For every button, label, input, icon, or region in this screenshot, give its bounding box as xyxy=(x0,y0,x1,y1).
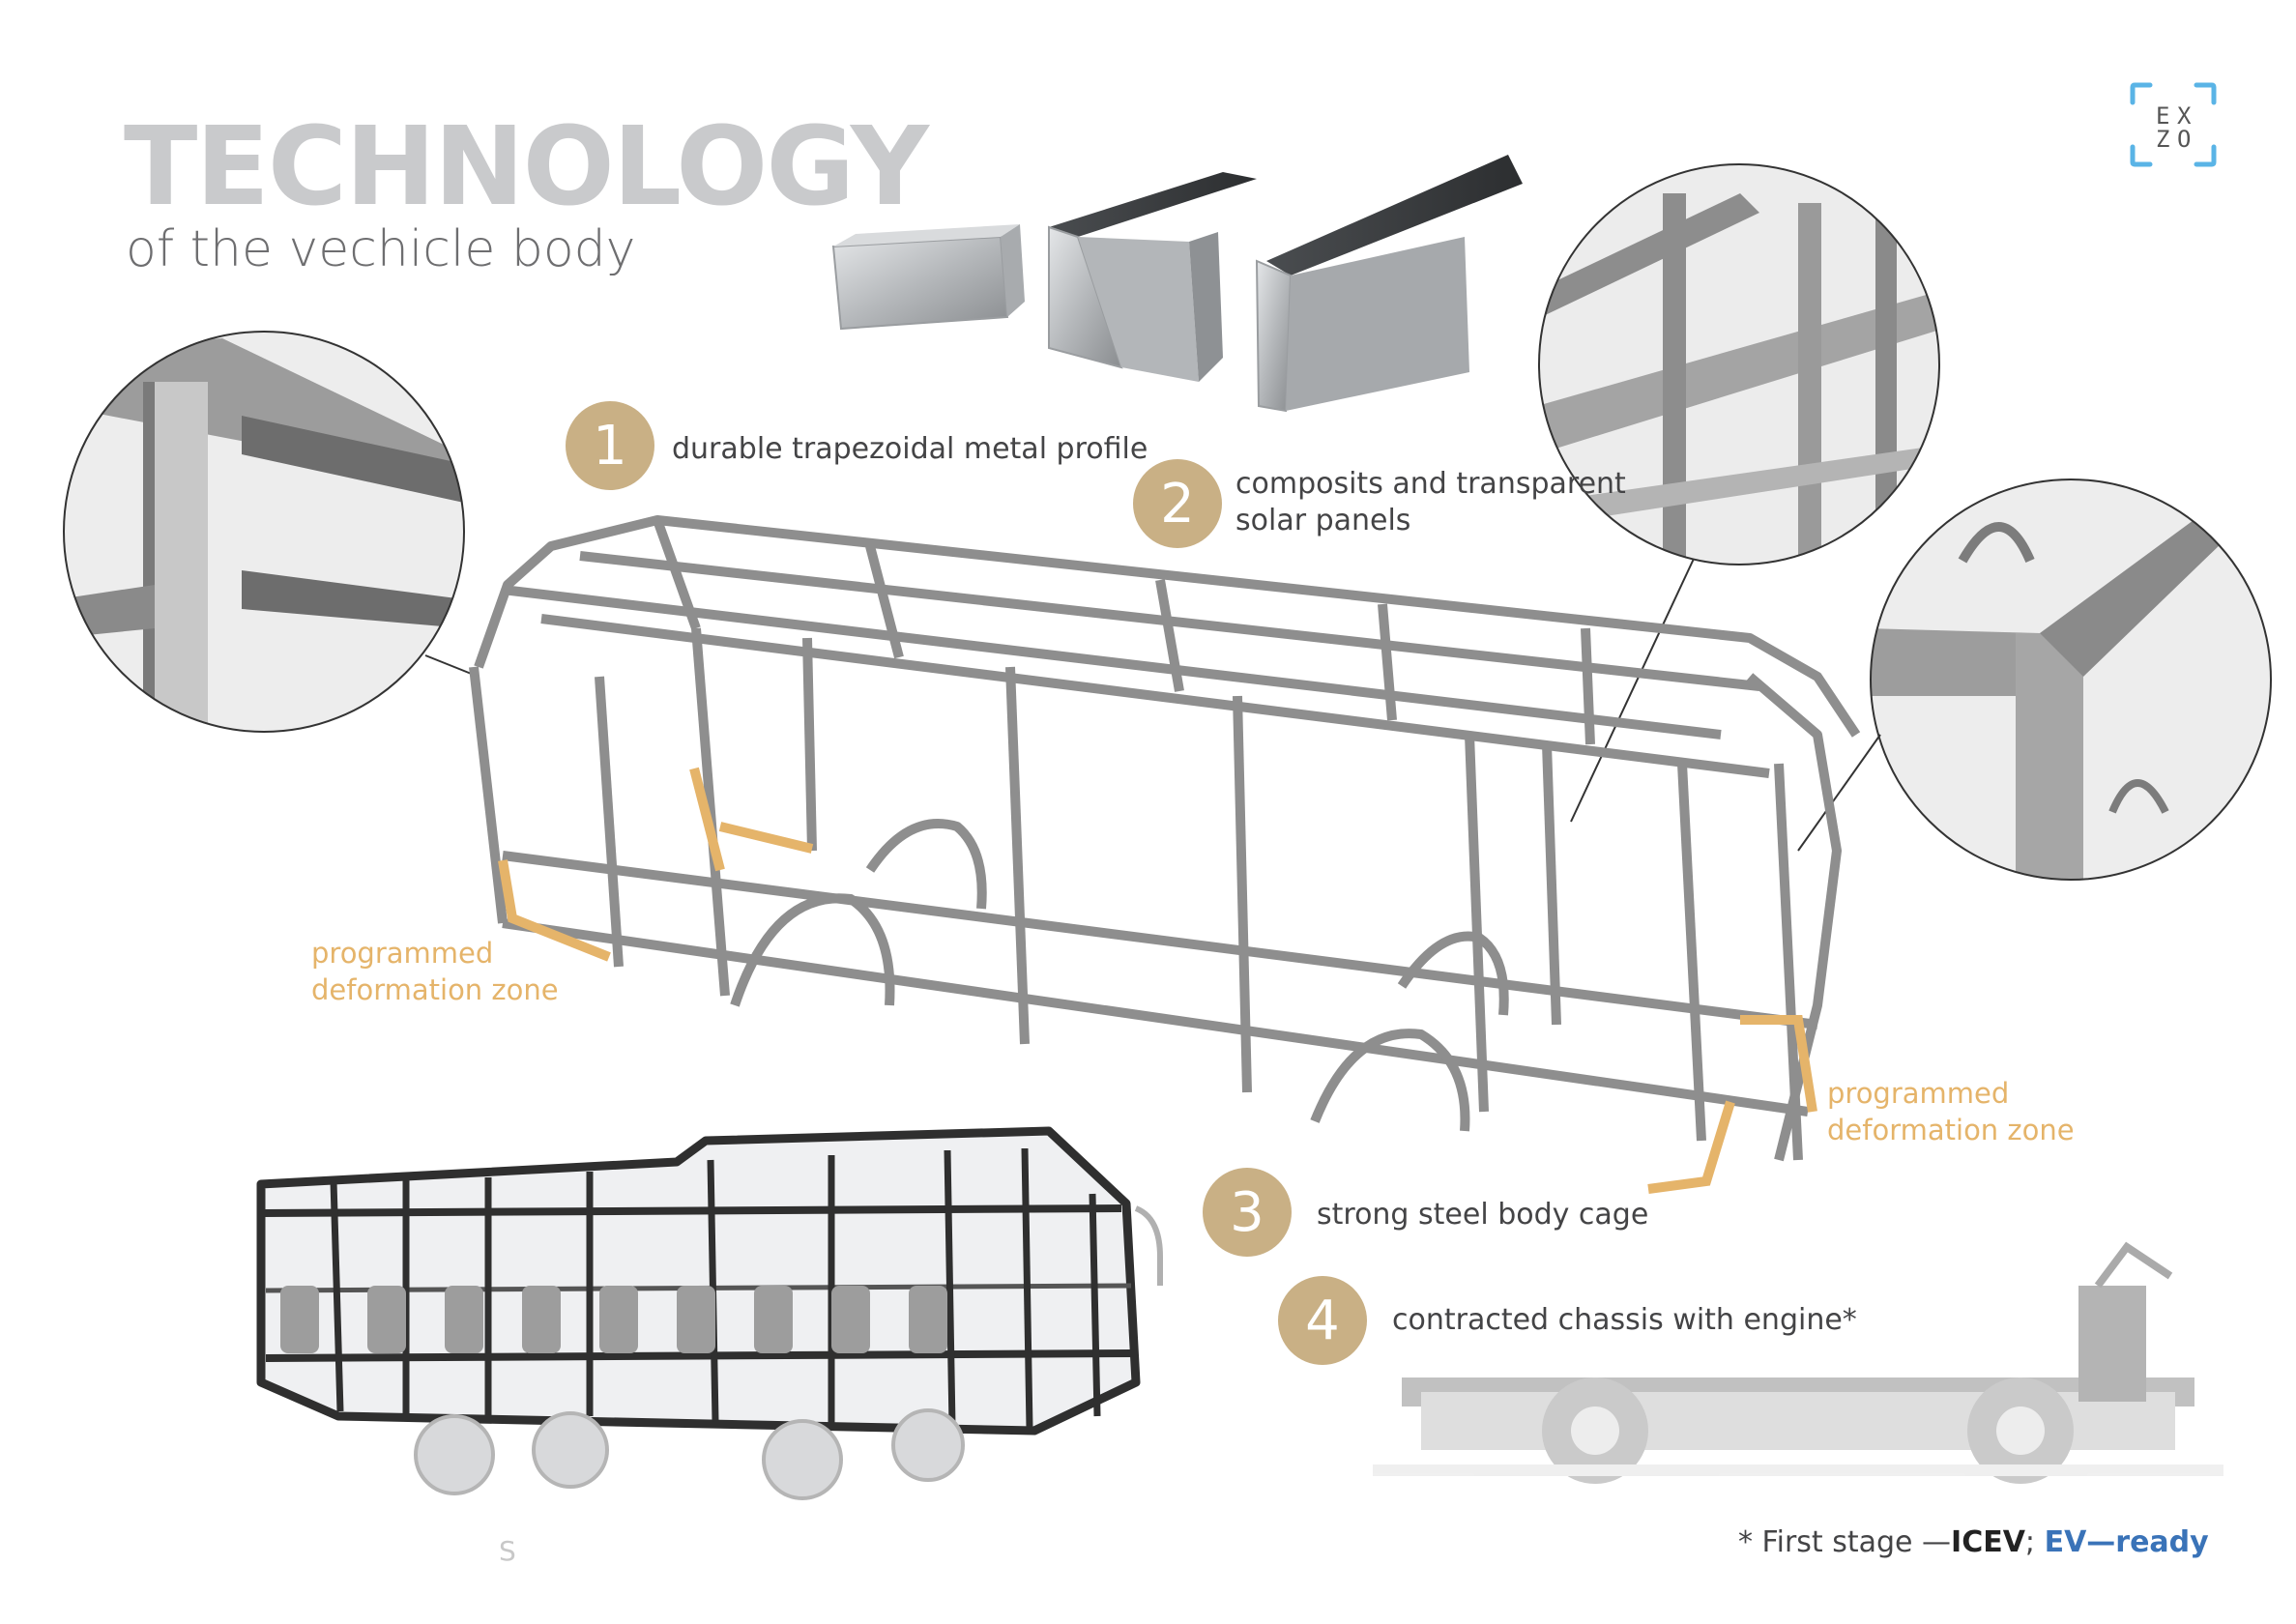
footnote: * First stage —ICEV; EV—ready xyxy=(1738,1525,2209,1559)
page-title: TECHNOLOGY xyxy=(124,104,929,230)
feature-2-badge: 2 xyxy=(1133,459,1222,548)
exzo-logo: E X Z O xyxy=(2129,81,2218,168)
deformation-zone-left-line-2: deformation zone xyxy=(311,973,559,1006)
deformation-zone-right-line-1: programmed xyxy=(1827,1077,2010,1110)
feature-3-label: strong steel body cage xyxy=(1317,1198,1649,1232)
deformation-zone-highlights xyxy=(498,767,1817,1194)
footnote-icev: ICEV xyxy=(1951,1525,2025,1559)
metal-profiles-image xyxy=(831,155,1523,413)
page-subtitle: of the vechicle body xyxy=(126,220,636,278)
chassis-image xyxy=(1373,1241,2223,1484)
feature-4-badge: 4 xyxy=(1278,1276,1367,1365)
feature-4-label: contracted chassis with engine* xyxy=(1392,1303,1857,1337)
feature-3-badge: 3 xyxy=(1203,1168,1292,1257)
svg-text:X: X xyxy=(2177,102,2192,130)
bus-body-frame xyxy=(469,515,1861,1162)
logo-mark-icon: E X Z O xyxy=(2130,82,2217,167)
svg-text:Z: Z xyxy=(2156,126,2169,153)
footnote-separator: ; xyxy=(2024,1525,2045,1559)
zoom-detail-left xyxy=(63,331,480,733)
feature-2-label-line-2: solar panels xyxy=(1235,504,1411,537)
deformation-zone-label-right: programmed deformation zone xyxy=(1827,1075,2075,1148)
bus-glass-render xyxy=(256,1126,1163,1500)
footnote-prefix: * First stage — xyxy=(1738,1525,1952,1559)
deformation-zone-left-line-1: programmed xyxy=(311,937,494,970)
svg-text:E: E xyxy=(2156,102,2169,130)
feature-2-label-line-1: composits and transparent xyxy=(1235,467,1626,501)
zoom-detail-right xyxy=(1797,478,2272,881)
footnote-ev: EV—ready xyxy=(2044,1525,2209,1559)
feature-1-badge: 1 xyxy=(566,401,654,490)
page-letter: S xyxy=(499,1535,516,1567)
zoom-detail-top-right xyxy=(1538,163,1940,823)
feature-1-label: durable trapezoidal metal profile xyxy=(672,432,1148,466)
svg-text:O: O xyxy=(2177,126,2191,153)
deformation-zone-label-left: programmed deformation zone xyxy=(311,935,559,1008)
deformation-zone-right-line-2: deformation zone xyxy=(1827,1114,2075,1146)
